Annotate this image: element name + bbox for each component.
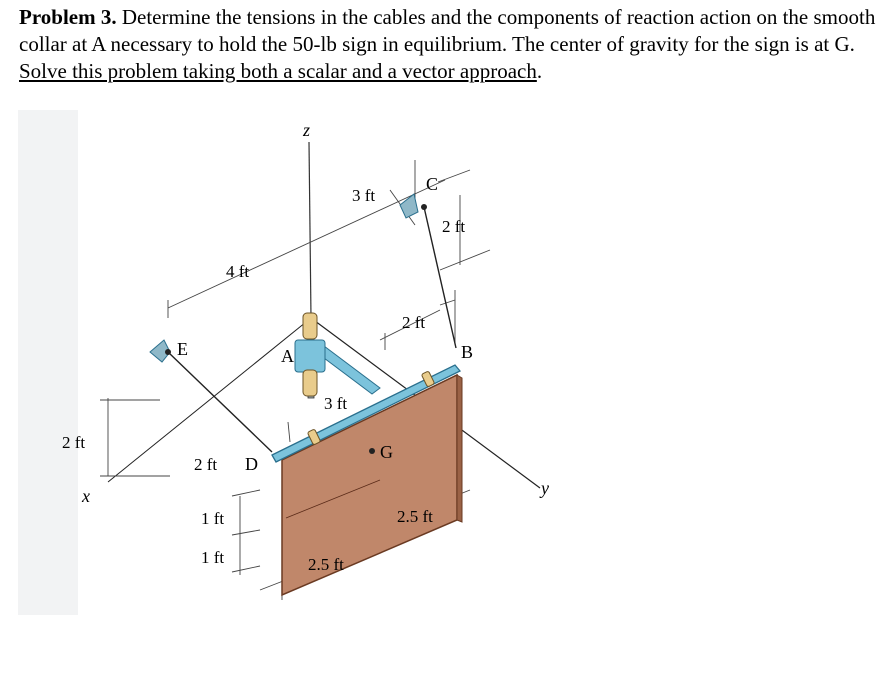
dim-2-5ft-bottom: 2.5 ft xyxy=(308,555,344,574)
cable-ED xyxy=(167,351,273,453)
z-axis xyxy=(308,141,312,319)
dim-3ft-top: 3 ft xyxy=(352,186,375,205)
point-G-label: G xyxy=(380,442,393,462)
point-C-label: C xyxy=(426,174,438,194)
y-axis-label: y xyxy=(539,478,549,498)
point-G-marker xyxy=(369,448,375,454)
dim-2-5ft-right: 2.5 ft xyxy=(397,507,433,526)
point-A-label: A xyxy=(281,346,294,366)
x-axis xyxy=(107,317,312,483)
x-axis-label: x xyxy=(81,486,90,506)
dim-2ft-left: 2 ft xyxy=(62,433,85,452)
dim-2ft-mid: 2 ft xyxy=(402,313,425,332)
cable-CB xyxy=(423,206,457,349)
sign-centerline xyxy=(285,479,381,519)
point-E-marker xyxy=(165,349,171,355)
dim-4ft: 4 ft xyxy=(226,262,249,281)
problem-label: Problem 3. xyxy=(19,5,117,29)
collar-A xyxy=(294,312,326,397)
dim-3ft-mid: 3 ft xyxy=(324,394,347,413)
point-D-label: D xyxy=(245,454,258,474)
problem-statement: Problem 3. Determine the tensions in the… xyxy=(19,4,879,85)
dim-1ft-b: 1 ft xyxy=(201,548,224,567)
faded-background xyxy=(18,110,78,615)
z-axis-label: z xyxy=(302,120,310,140)
arm-A-to-rod xyxy=(315,345,381,395)
problem-text: Determine the tensions in the cables and… xyxy=(19,5,876,56)
bracket-C xyxy=(399,193,419,219)
dim-2ft-D: 2 ft xyxy=(194,455,217,474)
dim-1ft-a: 1 ft xyxy=(201,509,224,528)
problem-instruction: Solve this problem taking both a scalar … xyxy=(19,59,537,83)
point-B-label: B xyxy=(461,342,473,362)
point-C-marker xyxy=(421,204,427,210)
rod-brackets xyxy=(307,371,435,445)
point-E-label: E xyxy=(177,339,188,359)
problem-end: . xyxy=(536,59,543,83)
sign-board-side xyxy=(456,374,463,523)
dim-2ft-right: 2 ft xyxy=(442,217,465,236)
